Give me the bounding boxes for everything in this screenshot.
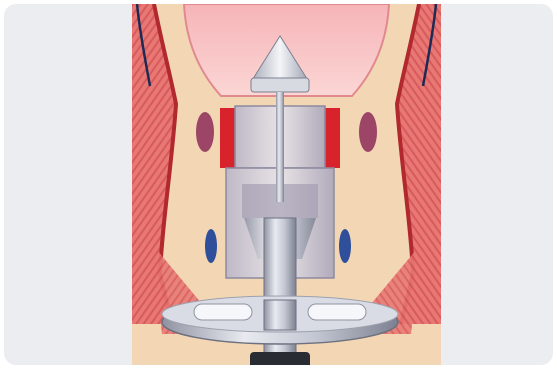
right-vessel-lower [339, 229, 351, 263]
left-vessel-upper [196, 112, 214, 152]
figure-card [4, 4, 553, 365]
left-vessel-lower [205, 229, 217, 263]
anatomical-illustration [132, 4, 441, 365]
stapler-device-diagram [132, 4, 441, 365]
left-mucosa-flap [220, 108, 236, 168]
base-plate-icon [162, 296, 398, 344]
right-mucosa-flap [324, 108, 340, 168]
handle-tip [250, 352, 310, 365]
right-vessel-upper [359, 112, 377, 152]
